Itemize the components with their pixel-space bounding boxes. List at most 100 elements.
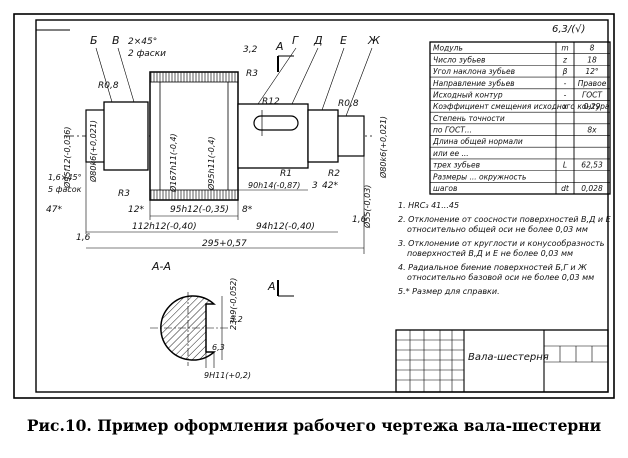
section-rough-32: 3,2 — [230, 315, 243, 324]
part-name: Вала-шестерня — [468, 352, 549, 363]
dim-r3-top: R3 — [246, 69, 258, 79]
dim-d95-gear: Ø95h11(-0,4) — [206, 136, 216, 191]
view-label-g: Г — [292, 34, 299, 47]
leader-g — [257, 47, 297, 105]
leader-d — [291, 47, 319, 105]
table-value-cell: ГОСТ — [582, 90, 603, 99]
dim-42: 42* — [322, 181, 338, 191]
table-value-cell: 12° — [585, 67, 599, 76]
right-end — [337, 115, 365, 157]
view-label-v: В — [112, 34, 120, 47]
dim-47: 47* — [46, 205, 62, 215]
table-symbol-cell: - — [564, 79, 567, 88]
dim-112: 112h12(-0,40) — [132, 222, 197, 232]
dim-12: 12* — [128, 205, 144, 215]
table-param-cell: Направление зубьев — [433, 79, 515, 88]
note-item: 4. Радиальное биение поверхностей Б,Г и … — [398, 263, 594, 282]
table-value-cell: 0,29 — [584, 102, 601, 111]
view-label-e: Е — [340, 34, 347, 47]
view-label-a-top: А — [275, 40, 284, 53]
title-block: Вала-шестерня — [395, 329, 609, 393]
table-border — [429, 41, 611, 195]
table-symbol-cell: z — [562, 55, 568, 64]
dim-295: 295+0,57 — [202, 239, 247, 249]
title-block-border — [395, 329, 609, 393]
note-item: 1. HRC₃ 41...45 — [398, 201, 459, 210]
table-symbol-cell: β — [563, 67, 568, 76]
leader-zh — [345, 47, 373, 117]
dim-r12: R12 — [262, 97, 280, 107]
leader-b — [95, 47, 113, 103]
table-param-cell: Исходный контур — [433, 90, 503, 99]
technical-notes: 1. HRC₃ 41...45 2. Отклонение от соосност… — [398, 201, 612, 296]
section-title: А-А — [151, 260, 171, 273]
shaft-drawing — [64, 47, 373, 297]
table-param-cell: Размеры ... окружность — [433, 172, 526, 181]
rough-16-left: 1,6 — [76, 233, 91, 243]
table-param-cell: Степень точности — [433, 114, 505, 123]
table-param-cell: Угол наклона зубьев — [433, 67, 515, 76]
inner-frame — [35, 19, 609, 393]
dim-chamfer-b: 2 фаски — [128, 49, 166, 59]
dim-r08-left: R0,8 — [98, 81, 119, 91]
outer-frame — [13, 13, 615, 399]
table-symbol-cell: x — [562, 102, 568, 111]
figure-caption: Рис.10. Пример оформления рабочего черте… — [26, 416, 602, 435]
view-label-zh: Ж — [367, 34, 381, 47]
table-param-cell: шагов — [433, 184, 457, 193]
table-symbol-cell: - — [564, 90, 567, 99]
section-dim-23: 23h9(-0,052) — [229, 278, 238, 330]
table-param-cell: по ГОСТ... — [433, 126, 472, 135]
dim-90h14: 90h14(-0,87) — [248, 181, 300, 190]
table-param-cell: Модуль — [433, 44, 463, 53]
dim-r08-right: R0,8 — [338, 99, 359, 109]
dim-chamfer-5: 5 фасок — [48, 185, 82, 194]
keyway — [253, 115, 299, 131]
dim-r1: R1 — [280, 169, 292, 179]
gear-rim — [149, 71, 239, 201]
dim-r3-bottom: R3 — [118, 189, 130, 199]
view-label-d: Д — [313, 34, 323, 47]
dim-3: 3 — [312, 181, 318, 191]
leader-v — [117, 47, 135, 103]
table-param-cell: Длина общей нормали — [432, 137, 523, 146]
table-symbol-cell: dt — [561, 184, 570, 193]
table-value-cell: 8 — [590, 44, 595, 53]
table-param-cell: Число зубьев — [433, 55, 485, 64]
gear-teeth-top — [149, 71, 239, 83]
dim-8: 8* — [242, 205, 253, 215]
dim-d80-right: Ø80k6(+0,021) — [378, 116, 388, 179]
dim-95h12: 95h12(-0,35) — [170, 205, 229, 215]
dim-94: 94h12(-0,40) — [256, 222, 315, 232]
table-value-cell: 0,028 — [581, 184, 603, 193]
table-param-cell: трех зубьев — [433, 161, 480, 170]
roughness-mark: 6,3/(√) — [552, 24, 585, 35]
table-symbol-cell: L — [563, 161, 567, 170]
dim-r2: R2 — [328, 169, 340, 179]
table-value-cell: Правое — [578, 79, 607, 88]
table-param-cell: или ее ... — [433, 149, 469, 158]
section-dim-9n11: 9H11(+0,2) — [204, 371, 251, 380]
dim-d80-left: Ø80k6(+0,021) — [88, 120, 98, 183]
table-param-cell: Коэффициент смещения исходного контура — [433, 102, 610, 111]
section-dim-63: 6,3 — [212, 343, 225, 352]
right-journal — [307, 109, 339, 163]
view-label-a-bottom: А — [267, 280, 276, 293]
rough-32-top: 3,2 — [243, 45, 258, 55]
table-value-cell: 8x — [587, 126, 597, 135]
note-item: 3. Отклонение от круглости и конусообраз… — [398, 239, 605, 258]
table-symbol-cell: m — [561, 44, 568, 53]
section-body — [160, 295, 216, 361]
rough-16-right: 1,6 — [352, 215, 367, 225]
note-item: 5.* Размер для справки. — [398, 287, 500, 296]
note-item: 2. Отклонение от соосности поверхностей … — [398, 215, 612, 234]
leader-e — [321, 47, 345, 111]
gear-teeth-bottom — [149, 189, 239, 201]
dim-d167: Ø167h11(-0,4) — [168, 133, 178, 193]
table-value-cell: 18 — [587, 55, 597, 64]
dim-chamfer-16: 1,6×45° — [48, 173, 82, 182]
left-journal — [103, 101, 149, 171]
title-block-grid — [396, 330, 608, 392]
